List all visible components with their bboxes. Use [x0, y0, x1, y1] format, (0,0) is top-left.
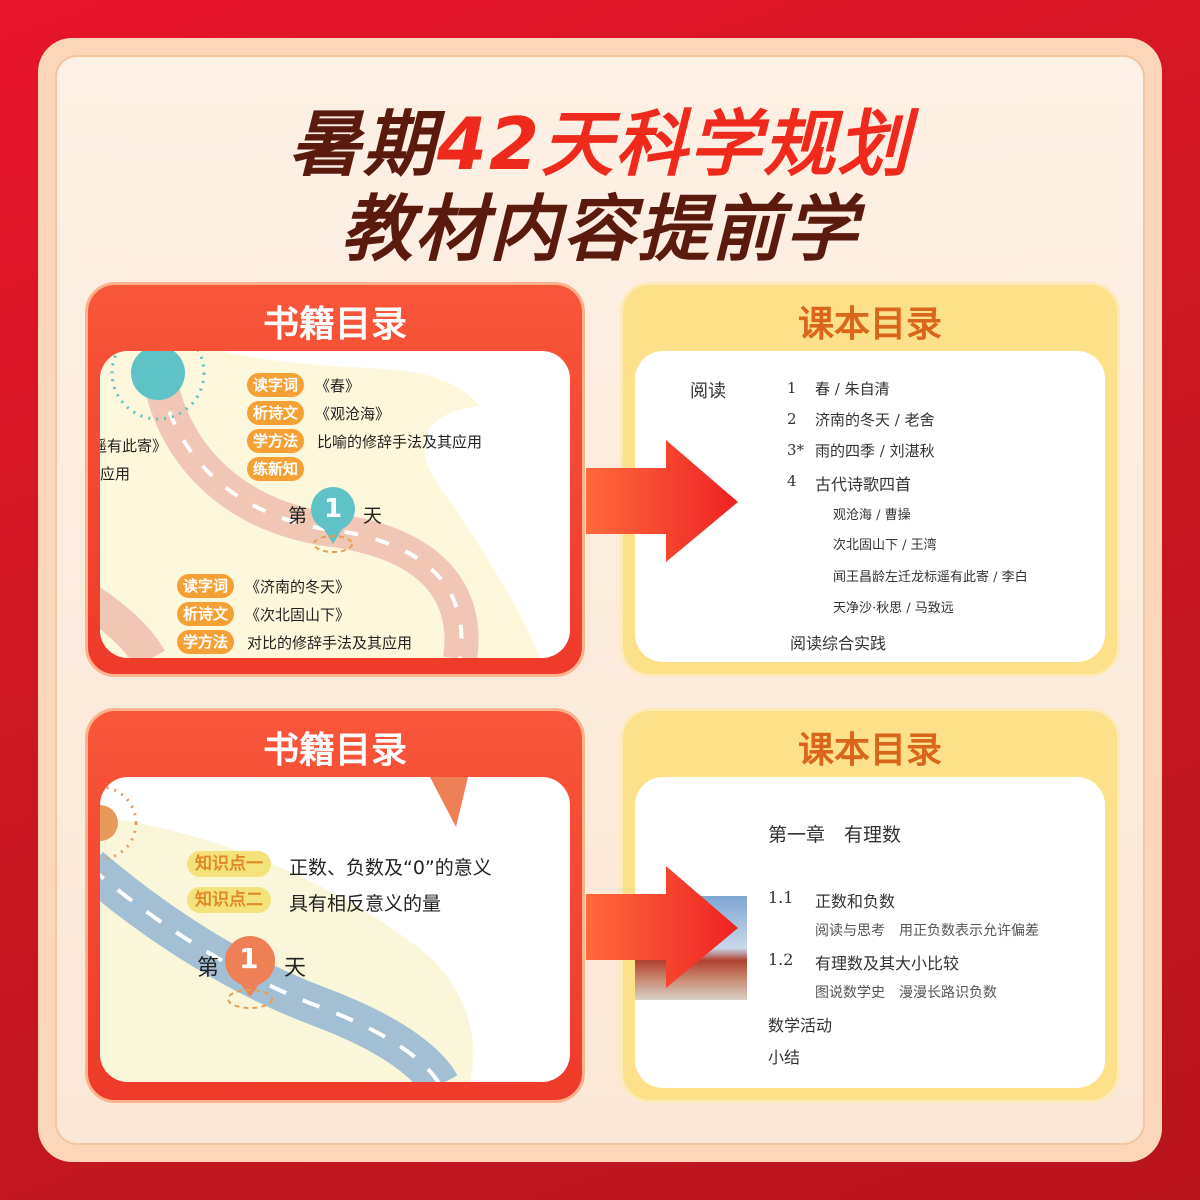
item-number: 3* — [787, 441, 805, 459]
headline-highlight: 42天科学规划 — [436, 102, 912, 186]
fragment-text: 遥有此寄》 — [100, 437, 168, 455]
card-header: 书籍目录 — [262, 730, 407, 771]
item-text: 《济南的冬天》 — [245, 578, 351, 596]
headline-part: 暑期 — [288, 102, 437, 186]
card-header: 课本目录 — [797, 304, 942, 345]
day-number: 1 — [324, 494, 343, 524]
item-text: 对比的修辞手法及其应用 — [247, 634, 413, 652]
book-contents-image: 知识点一 正数、负数及“0”的意义 知识点二 具有相反意义的量 第 1 天 — [100, 777, 570, 1082]
tag-pill: 读字词 — [177, 574, 235, 598]
sub-item: 阅读与思考 用正负数表示允许偏差 — [815, 923, 1039, 939]
item-text: 《春》 — [315, 377, 361, 395]
arrow-right-icon — [586, 866, 738, 988]
item-text: 古代诗歌四首 — [815, 475, 912, 494]
arrow-right-icon — [586, 440, 738, 562]
sub-item: 图说数学史 漫漫长路识负数 — [815, 985, 997, 1001]
tag-pill: 析诗文 — [177, 602, 235, 626]
item-number: 4 — [787, 472, 797, 490]
extra-item: 小结 — [768, 1048, 801, 1067]
knowledge-text: 具有相反意义的量 — [289, 893, 442, 915]
sub-item: 天净沙·秋思 / 马致远 — [833, 601, 954, 616]
tag-pill: 练新知 — [247, 457, 305, 481]
item-text: 济南的冬天 / 老舍 — [815, 411, 935, 429]
tag-pill: 学方法 — [247, 429, 305, 453]
day-suffix: 天 — [363, 505, 383, 527]
headline-2: 教材内容提前学 — [340, 187, 859, 271]
day-suffix: 天 — [284, 956, 307, 981]
book-contents-card-1: 书籍目录 遥有此寄》 应用 第 1 天 读字词 《春》 析诗文 《观沧海》 学方… — [85, 282, 585, 677]
chapter-title: 第一章 有理数 — [768, 824, 902, 846]
card-header: 课本目录 — [797, 730, 942, 771]
tag-pill: 学方法 — [177, 630, 235, 654]
item-number: 2 — [787, 410, 797, 428]
item-text: 《次北固山下》 — [245, 606, 351, 624]
sub-item: 闻王昌龄左迁龙标遥有此寄 / 李白 — [833, 570, 1028, 585]
book-contents-card-2: 书籍目录 知识点一 正数、负数及“0”的意义 知识点二 具有相反意义的量 第 1… — [85, 708, 585, 1103]
section-label: 阅读 — [690, 381, 726, 402]
card-header: 书籍目录 — [262, 304, 407, 345]
item-text: 正数和负数 — [815, 892, 896, 911]
book-contents-image: 遥有此寄》 应用 第 1 天 读字词 《春》 析诗文 《观沧海》 学方法 比喻的… — [100, 351, 570, 658]
item-text: 有理数及其大小比较 — [815, 954, 960, 973]
day-prefix: 第 — [197, 956, 220, 981]
extra-item: 阅读综合实践 — [790, 634, 887, 653]
headline-1: 暑期42天科学规划 — [0, 85, 1200, 190]
item-text: 春 / 朱自清 — [815, 380, 890, 398]
item-text: 《观沧海》 — [315, 405, 391, 423]
road-illustration — [100, 777, 474, 1082]
sub-item: 观沧海 / 曹操 — [833, 508, 911, 523]
tag-pill: 析诗文 — [247, 401, 305, 425]
fragment-text: 应用 — [100, 465, 131, 483]
knowledge-text: 正数、负数及“0”的意义 — [289, 857, 492, 879]
item-text: 雨的四季 / 刘湛秋 — [815, 442, 935, 460]
item-text: 比喻的修辞手法及其应用 — [317, 433, 483, 451]
extra-item: 数学活动 — [768, 1016, 833, 1035]
item-number: 1 — [787, 379, 797, 397]
knowledge-tag: 知识点一 — [187, 851, 271, 877]
item-number: 1.1 — [768, 888, 794, 907]
knowledge-tag: 知识点二 — [187, 887, 271, 913]
sub-item: 次北固山下 / 王湾 — [833, 538, 937, 553]
tag-pill: 读字词 — [247, 373, 305, 397]
item-number: 1.2 — [768, 950, 794, 969]
day-prefix: 第 — [288, 505, 308, 527]
day-number: 1 — [239, 942, 259, 975]
